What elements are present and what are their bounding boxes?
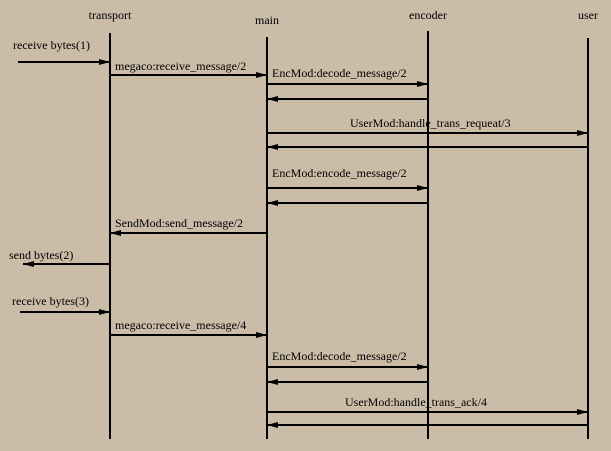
return-message-line <box>267 424 588 426</box>
lifeline-label-main: main <box>255 13 279 27</box>
lifeline-main <box>266 37 268 439</box>
message-line <box>20 311 110 313</box>
message-label: EncMod:encode_message/2 <box>272 166 407 180</box>
message-label: UserMod:handle_trans_requeat/3 <box>350 116 511 130</box>
message-label: SendMod:send_message/2 <box>115 216 243 230</box>
arrowhead-right-icon <box>417 185 428 191</box>
return-message-line <box>267 98 428 100</box>
arrowhead-right-icon <box>417 81 428 87</box>
message-line <box>110 74 267 76</box>
arrowhead-left-icon <box>267 379 278 385</box>
message-line <box>110 232 267 234</box>
message-label: receive bytes(1) <box>13 38 90 52</box>
message-label: receive bytes(3) <box>12 294 89 308</box>
arrowhead-right-icon <box>577 130 588 136</box>
message-label: EncMod:decode_message/2 <box>272 66 407 80</box>
arrowhead-right-icon <box>577 409 588 415</box>
message-line <box>18 61 110 63</box>
message-label: UserMod:handle_trans_ack/4 <box>345 395 487 409</box>
lifeline-label-user: user <box>578 8 598 22</box>
arrowhead-right-icon <box>256 72 267 78</box>
message-line <box>110 334 267 336</box>
return-message-line <box>267 146 588 148</box>
return-message-line <box>267 202 428 204</box>
message-line <box>267 366 428 368</box>
message-line <box>267 411 588 413</box>
lifeline-transport <box>109 33 111 439</box>
arrowhead-left-icon <box>267 200 278 206</box>
message-label: megaco:receive_message/2 <box>115 59 247 73</box>
arrowhead-left-icon <box>267 96 278 102</box>
arrowhead-left-icon <box>267 144 278 150</box>
message-line <box>23 263 110 265</box>
message-label: send bytes(2) <box>9 248 74 262</box>
arrowhead-right-icon <box>99 309 110 315</box>
message-label: megaco:receive_message/4 <box>115 318 247 332</box>
arrowhead-left-icon <box>267 422 278 428</box>
message-label: EncMod:decode_message/2 <box>272 349 407 363</box>
arrowhead-right-icon <box>99 59 110 65</box>
message-line <box>267 187 428 189</box>
lifeline-label-transport: transport <box>88 8 132 22</box>
arrowhead-right-icon <box>417 364 428 370</box>
lifeline-encoder <box>427 31 429 439</box>
arrowhead-left-icon <box>110 230 121 236</box>
return-message-line <box>267 381 428 383</box>
message-line <box>267 132 588 134</box>
lifeline-label-encoder: encoder <box>409 8 447 22</box>
message-line <box>267 83 428 85</box>
lifeline-user <box>587 38 589 439</box>
arrowhead-right-icon <box>256 332 267 338</box>
arrowhead-left-icon <box>23 261 34 267</box>
